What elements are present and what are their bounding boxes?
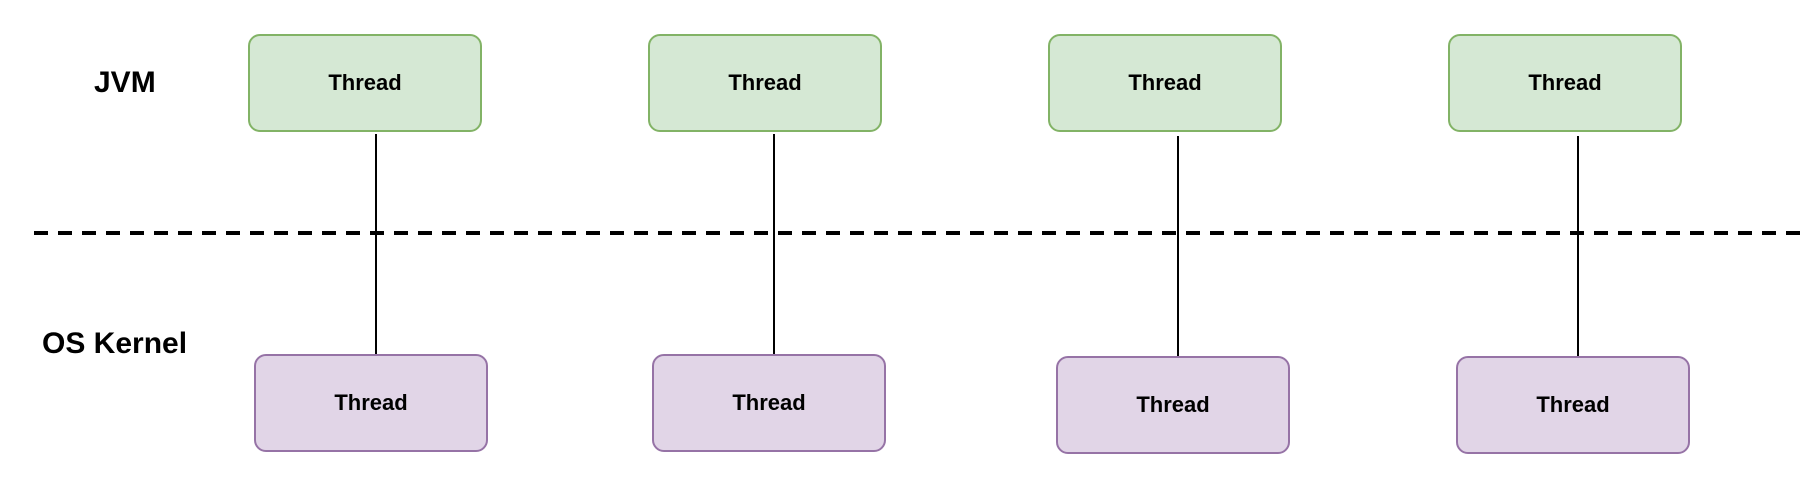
os-thread-1: Thread	[254, 354, 488, 452]
jvm-thread-2: Thread	[648, 34, 882, 132]
os-thread-4: Thread	[1456, 356, 1690, 454]
os-thread-3: Thread	[1056, 356, 1290, 454]
os-kernel-layer-label: OS Kernel	[42, 327, 188, 360]
jvm-thread-3: Thread	[1048, 34, 1282, 132]
os-thread-2: Thread	[652, 354, 886, 452]
jvm-thread-1: Thread	[248, 34, 482, 132]
jvm-thread-4: Thread	[1448, 34, 1682, 132]
jvm-layer-label: JVM	[94, 66, 156, 99]
